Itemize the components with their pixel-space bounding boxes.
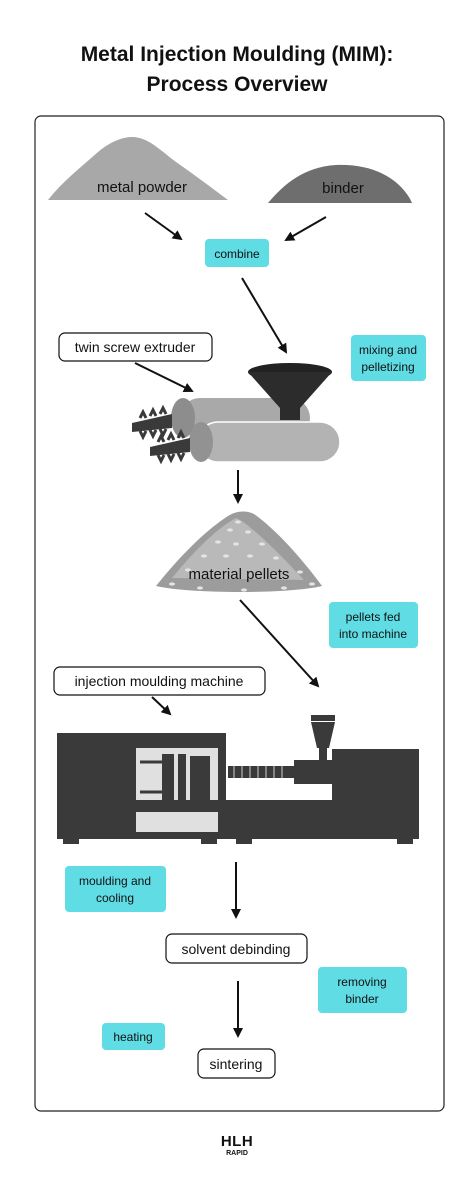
machine-barrel [228, 766, 296, 778]
metal-powder-label: metal powder [97, 179, 187, 196]
machine-barrel-block [294, 760, 336, 784]
pellets-fed-line-2: into machine [339, 627, 407, 641]
heating-tag [102, 1023, 165, 1050]
page-title: Metal Injection Moulding (MIM): Process … [0, 40, 474, 100]
machine-mold [190, 756, 210, 800]
twin-screw-extruder-illustration [132, 363, 341, 465]
extruder-barrel-front-end [189, 422, 213, 462]
solvent-debinding-label: solvent debinding [182, 941, 291, 957]
twin-screw-extruder-box [58, 332, 213, 362]
removing-binder-tag [318, 967, 407, 1013]
machine-barrel-heaters [233, 766, 283, 778]
moulding-cooling-tag [65, 866, 166, 912]
injection-moulding-machine-illustration [57, 715, 419, 844]
hlh-rapid-logo: HLH RAPID [0, 1134, 474, 1158]
machine-platen-2 [178, 754, 186, 802]
removing-binder-line-2: binder [345, 992, 378, 1006]
removing-binder-line-1: removing [337, 975, 386, 989]
arrow-label-to-machine [151, 696, 172, 716]
sintering-box [197, 1048, 276, 1079]
extruder-screw-front [150, 438, 190, 456]
metal-powder-pile [48, 137, 228, 200]
solvent-debinding-box [165, 933, 308, 964]
pellets-fed-line-1: pellets fed [346, 610, 401, 624]
arrow-powder-to-combine [144, 212, 183, 241]
machine-foot-4 [397, 839, 413, 844]
extruder-hopper-neck [280, 406, 300, 420]
injection-machine-box [53, 666, 266, 696]
logo-sub-text: RAPID [226, 1150, 248, 1157]
extruder-screw-back [132, 414, 172, 432]
combine-label: combine [214, 247, 260, 261]
machine-base-window [136, 812, 218, 832]
combine-tag [205, 239, 269, 267]
injection-machine-label: injection moulding machine [75, 673, 244, 689]
machine-hopper-neck [319, 748, 327, 762]
mixing-label-line-2: pelletizing [361, 360, 414, 374]
material-pellets-label: material pellets [189, 566, 290, 583]
pellets-fed-tag [329, 602, 418, 648]
twin-screw-extruder-label: twin screw extruder [75, 339, 196, 355]
extruder-barrel-back-end [171, 398, 195, 438]
extruder-screw-back-threads [138, 404, 168, 441]
machine-foot-2 [201, 839, 217, 844]
arrow-label-to-extruder [134, 362, 194, 392]
sintering-label: sintering [210, 1056, 263, 1072]
arrow-combine-to-extruder [241, 277, 288, 354]
machine-foot-3 [236, 839, 252, 844]
diagram-frame [34, 115, 445, 1112]
title-line-1: Metal Injection Moulding (MIM): [80, 43, 394, 66]
arrow-pellets-to-machine [239, 599, 320, 688]
moulding-cooling-line-1: moulding and [79, 874, 151, 888]
extruder-hopper-funnel [248, 372, 332, 408]
logo-main-text: HLH [220, 1133, 254, 1150]
machine-hopper [311, 722, 335, 748]
title-line-2: Process Overview [146, 73, 328, 96]
machine-platen-1 [162, 754, 174, 802]
heating-label: heating [113, 1030, 152, 1044]
machine-foot-1 [63, 839, 79, 844]
binder-label: binder [322, 180, 364, 197]
machine-base [57, 800, 419, 839]
moulding-cooling-line-2: cooling [96, 891, 134, 905]
material-pellets-pile [156, 511, 322, 592]
mixing-pelletizing-tag [351, 335, 426, 381]
machine-hopper-top [311, 715, 335, 721]
machine-injection-housing [332, 749, 419, 801]
mixing-label-line-1: mixing and [359, 343, 417, 357]
arrow-binder-to-combine [284, 216, 327, 241]
pellet-pile-speckles [169, 520, 315, 592]
extruder-barrel-front [197, 421, 341, 463]
pellet-pile-highlight [172, 518, 304, 580]
binder-pile [268, 164, 412, 203]
extruder-screw-front-threads [156, 428, 186, 465]
